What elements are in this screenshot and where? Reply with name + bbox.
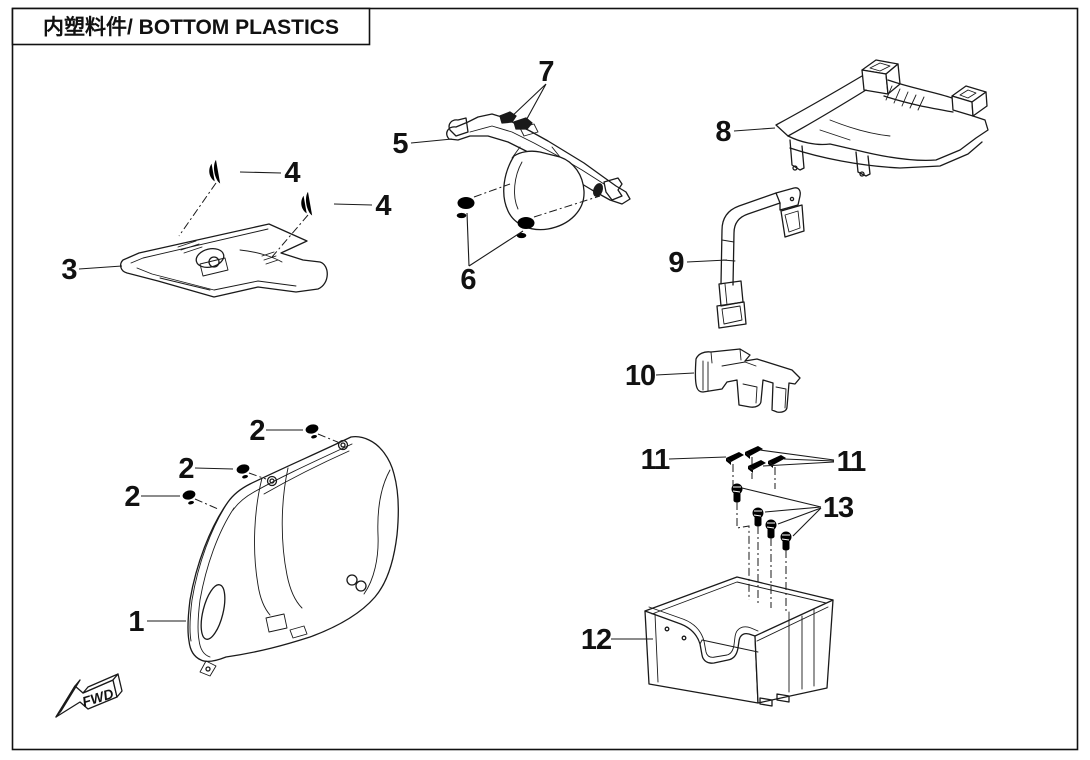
callout-7: 7	[538, 56, 553, 88]
part-5-drawing	[446, 113, 631, 231]
callout-12: 12	[581, 624, 611, 656]
part-10-drawing	[694, 348, 801, 413]
callout-6: 6	[460, 264, 476, 296]
part-8-drawing	[775, 59, 989, 177]
leader-lines	[78, 83, 835, 640]
callout-11-left: 11	[641, 444, 671, 476]
callouts: 1 2 2 2 3 4 4 5 6 7 8 9 10 11 11 12 13	[61, 56, 867, 656]
title-block: 内塑料件/ BOTTOM PLASTICS	[11, 7, 371, 46]
part-13-centerlines	[736, 502, 787, 612]
part-2-centerlines	[194, 433, 341, 510]
callout-2b: 2	[178, 453, 193, 485]
part-4-pointer-lines	[178, 182, 309, 258]
callout-2c: 2	[124, 481, 139, 513]
callout-10: 10	[625, 360, 655, 392]
part-7-drawing	[499, 111, 533, 130]
callout-4b: 4	[375, 190, 391, 222]
title-box	[11, 7, 371, 46]
part-3-drawing	[120, 223, 328, 298]
part-1-drawing	[187, 435, 399, 677]
callout-1: 1	[128, 606, 144, 638]
fwd-arrow: FWD	[55, 673, 123, 718]
callout-2a: 2	[249, 415, 264, 447]
part-11-centerlines	[732, 457, 776, 489]
part-6-pointer-lines	[473, 183, 601, 218]
callout-8: 8	[715, 116, 731, 148]
callout-5: 5	[392, 128, 408, 160]
callout-13: 13	[823, 492, 854, 524]
part-12-drawing	[644, 576, 834, 707]
part-9-drawing	[716, 187, 805, 329]
callout-4a: 4	[284, 157, 300, 189]
callout-11-right: 11	[837, 446, 867, 478]
callout-3: 3	[61, 254, 77, 286]
callout-9: 9	[668, 247, 684, 279]
page-border	[11, 7, 1079, 751]
diagram-title: 内塑料件/ BOTTOM PLASTICS	[43, 15, 339, 39]
